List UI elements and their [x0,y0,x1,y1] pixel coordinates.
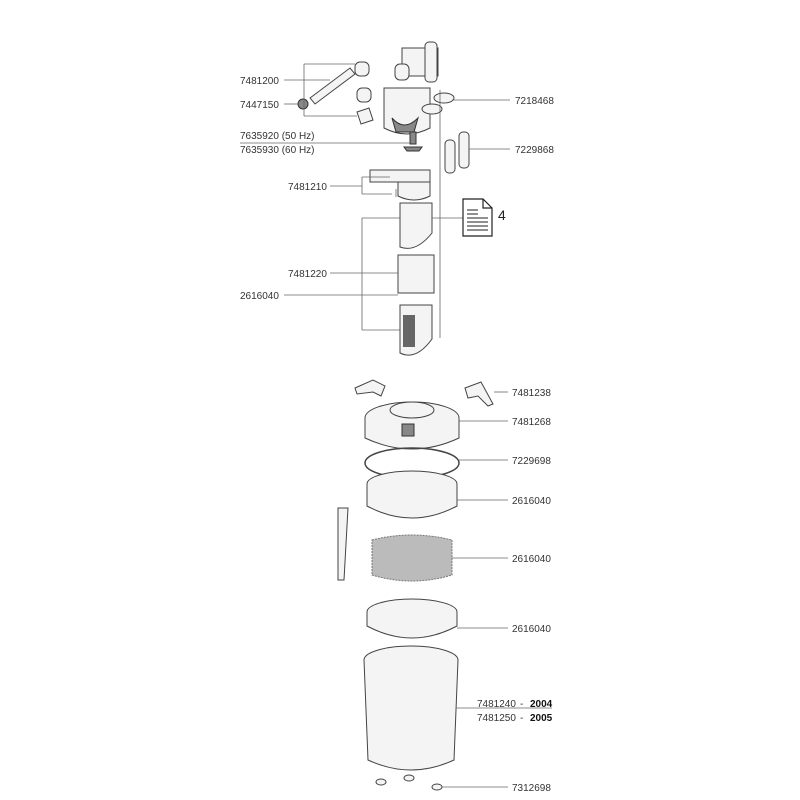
part-label-7481268: 7481268 [512,417,551,428]
document-reference-number: 4 [498,207,506,223]
hose-1 [444,139,456,174]
part-label-7229868: 7229868 [515,145,554,156]
outlet-pipe [424,41,438,83]
motor-impeller-base [391,116,420,133]
part-label-7481250-2005: 7481250 - 2005 [477,713,553,724]
part-label-7229698: 7229698 [512,456,551,467]
latch-7481238 [464,381,494,407]
foot-2 [403,774,415,782]
clamp-2 [421,103,443,115]
foot-3 [431,783,443,791]
end-cap [297,98,309,110]
sponge-body-1 [366,484,458,519]
separator: - [520,713,523,724]
document-icon[interactable] [462,198,493,237]
prefilter-sponge [397,254,435,294]
model-number: 2005 [530,713,553,724]
canister-parts [337,379,494,791]
hose-2 [458,131,470,169]
part-label-7312698: 7312698 [512,783,551,794]
spray-bar [309,67,356,105]
pump-head-parts [297,41,470,356]
upper-leaders [240,79,510,296]
sponge-body-2 [366,612,458,639]
prefilter-slots [403,315,415,347]
part-label-7218468: 7218468 [515,96,554,107]
part-label-2616040-media: 2616040 [512,554,551,565]
part-label-7481240-2004: 7481240 - 2004 [477,699,553,710]
inlet-pipe [394,63,410,81]
foot-1 [375,778,387,786]
elbow-1 [354,61,370,77]
part-number: 7481250 [477,713,516,724]
part-label-2616040-sponge: 2616040 [512,496,551,507]
lid-clip [401,423,415,437]
impeller-cover-neck [397,181,431,201]
impeller-cover [369,169,431,183]
part-label-7481200: 7481200 [240,76,279,87]
lid-pump-seat [389,401,435,419]
intake-tube [337,507,349,581]
impeller [403,131,423,152]
part-label-7635930: 7635930 (60 Hz) [240,145,315,156]
part-label-7481210: 7481210 [288,182,327,193]
model-number: 2004 [530,699,553,710]
latch-left [354,379,386,397]
part-label-7635920: 7635920 (50 Hz) [240,131,315,142]
part-label-7447150: 7447150 [240,100,279,111]
part-label-2616040: 2616040 [240,291,279,302]
canister-body [363,659,459,771]
part-label-7481220: 7481220 [288,269,327,280]
part-number: 7481240 [477,699,516,710]
elbow-2 [356,87,372,103]
separator: - [520,699,523,710]
lower-leaders [442,391,552,788]
elbow-3 [356,107,374,125]
prefilter-top [399,202,433,249]
part-label-2616040-pad: 2616040 [512,624,551,635]
clamp-1 [433,92,455,104]
part-label-7481238: 7481238 [512,388,551,399]
ceramic-media [371,534,453,582]
